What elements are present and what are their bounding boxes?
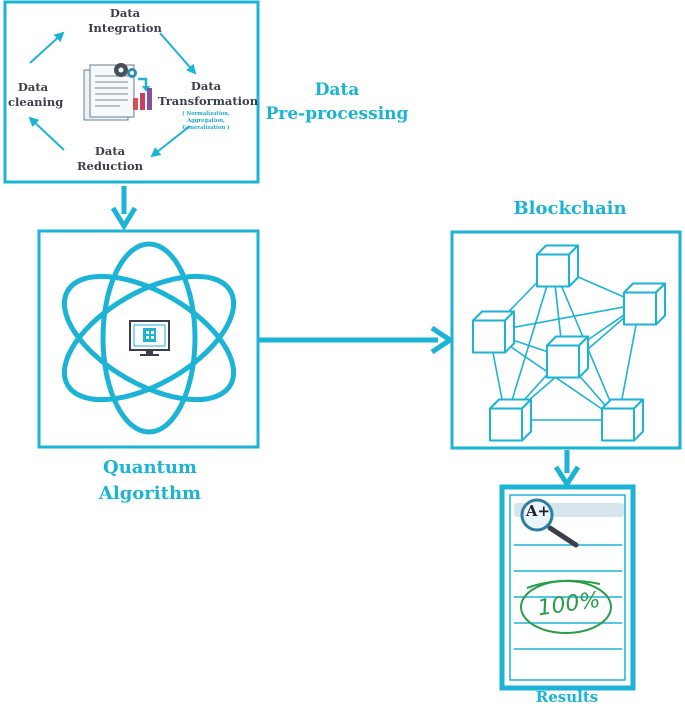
blockchain-title: Blockchain	[513, 198, 627, 219]
quantum-label: Quantum Algorithm	[60, 455, 240, 507]
magnifier-icon	[520, 498, 579, 548]
step-cleaning-line1: Data	[17, 80, 49, 94]
step-cleaning-line2: cleaning	[8, 95, 64, 109]
block-cube-2	[472, 310, 515, 354]
arrow-blockchain-to-results	[553, 450, 581, 489]
block-cube-3	[623, 282, 666, 326]
arrow-integration-to-transformation	[159, 32, 197, 75]
arrow-cleaning-to-integration	[29, 31, 65, 64]
atom-computer-icon	[61, 241, 237, 435]
preprocessing-title: Data Pre-processing	[262, 78, 412, 126]
step-reduction-line2: Reduction	[77, 159, 143, 173]
transformation-sub-3: Generalization )	[182, 125, 230, 131]
step-transformation-subtitle: ( Normalization, Aggregation, Generaliza…	[162, 111, 250, 132]
quantum-label-line1: Quantum	[103, 457, 197, 478]
step-reduction-line1: Data	[94, 144, 126, 158]
step-transformation-line2: Transformation	[158, 94, 259, 108]
score-swoosh	[526, 579, 601, 589]
block-cube-6	[601, 398, 644, 442]
block-cube-4	[546, 335, 589, 379]
step-transformation: Data Transformation	[158, 79, 259, 109]
block-cube-5	[489, 398, 532, 442]
step-reduction: Data Reduction	[60, 144, 160, 174]
step-integration-line1: Data	[109, 6, 141, 20]
documents-gears-icon	[83, 63, 152, 121]
cycle-arrows	[28, 31, 197, 158]
arrow-preprocessing-to-quantum	[110, 186, 138, 231]
block-cube-1	[536, 244, 579, 288]
arrow-transformation-to-reduction	[150, 125, 191, 158]
transformation-sub-1: ( Normalization,	[182, 111, 230, 117]
step-integration-line2: Integration	[88, 21, 162, 35]
step-integration: Data Integration	[70, 6, 180, 36]
monitor-icon	[129, 320, 170, 356]
preprocessing-title-line1: Data	[314, 80, 360, 100]
grade-badge: A+	[525, 502, 551, 520]
step-transformation-line1: Data	[190, 79, 222, 93]
results-label: Results	[535, 688, 599, 706]
arrow-reduction-to-cleaning	[28, 116, 65, 151]
quantum-label-line2: Algorithm	[98, 483, 202, 504]
transformation-sub-2: Aggregation,	[187, 118, 225, 124]
step-cleaning: Data cleaning	[8, 80, 64, 110]
preprocessing-title-line2: Pre-processing	[265, 104, 409, 124]
arrow-quantum-to-blockchain	[259, 325, 455, 355]
